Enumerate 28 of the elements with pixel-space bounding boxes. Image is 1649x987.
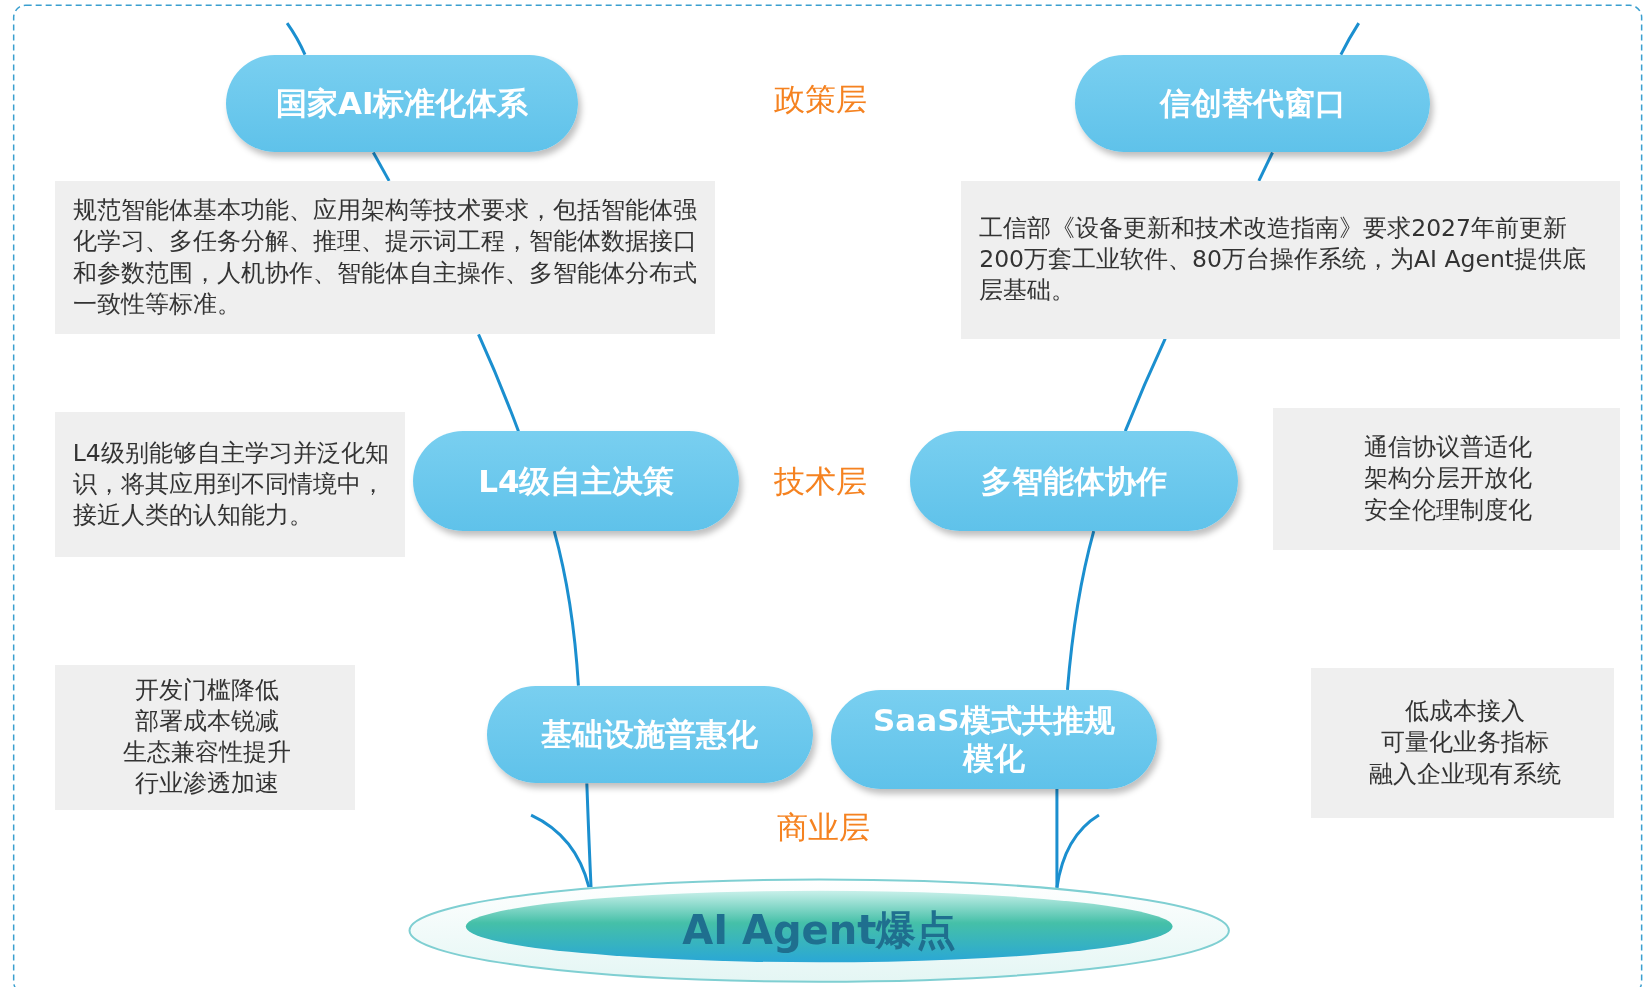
connector-line <box>1055 788 1059 888</box>
layer-label: 技术层 <box>773 461 867 501</box>
layer-label: 商业层 <box>776 807 870 847</box>
base-ellipse: AI Agent爆点 <box>408 878 1231 984</box>
connector-line <box>552 530 580 686</box>
topic-pill: 基础设施普惠化 <box>486 685 813 784</box>
note-box: 规范智能体基本功能、应用架构等技术要求，包括智能体强化学习、多任务分解、推理、提示词工程，智能体数据接口和参数范围，人机协作、智能体自主操作、多智能体分布式一致性等标准。 <box>54 180 716 335</box>
layer-label: 政策层 <box>773 79 867 119</box>
note-box: 工信部《设备更新和技术改造指南》要求2027年前更新200万套工业软件、80万台操作系统，为AI Agent提供底层基础。 <box>961 180 1620 339</box>
note-box: 低成本接入 可量化业务指标 融入企业现有系统 <box>1311 667 1615 819</box>
topic-pill: 多智能体协作 <box>909 431 1238 532</box>
branch-line <box>285 22 307 56</box>
connector-line <box>372 151 391 182</box>
connector-line <box>1123 338 1167 432</box>
connector-line <box>477 333 520 432</box>
branch-line <box>1055 813 1100 889</box>
note-box: 开发门槛降低 部署成本锐减 生态兼容性提升 行业渗透加速 <box>54 664 356 810</box>
branch-line <box>1339 22 1360 56</box>
note-box: L4级别能够自主学习并泛化知识，将其应用到不同情境中，接近人类的认知能力。 <box>54 412 405 558</box>
topic-pill: 国家AI标准化体系 <box>226 54 579 153</box>
connector-line <box>585 783 593 888</box>
topic-pill: 信创替代窗口 <box>1074 54 1431 153</box>
connector-line <box>1065 530 1096 691</box>
connector-line <box>1257 151 1274 182</box>
topic-pill: SaaS模式共推规模化 <box>830 689 1157 789</box>
topic-pill: L4级自主决策 <box>413 431 740 532</box>
branch-line <box>530 813 591 888</box>
note-box: 通信协议普适化 架构分层开放化 安全伦理制度化 <box>1272 408 1620 550</box>
